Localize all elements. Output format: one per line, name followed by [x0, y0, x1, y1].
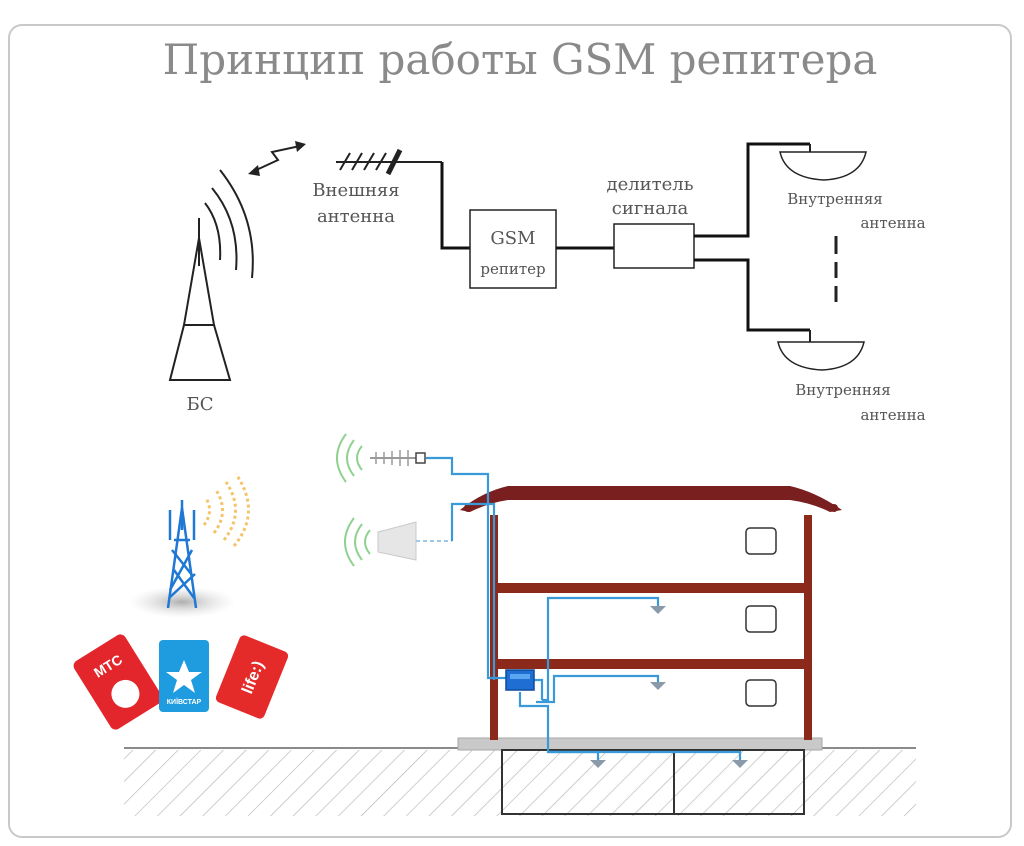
- ground: [124, 747, 916, 816]
- base-station-tower: [168, 169, 254, 381]
- repeater-cables: [426, 456, 742, 760]
- repeater-label-line1: GSM: [490, 228, 535, 249]
- internal-antenna-1-label-line2: антенна: [860, 214, 925, 232]
- gsm-repeater-box: [469, 209, 557, 289]
- page-title: Принцип работы GSM репитера: [163, 35, 878, 84]
- yagi-antenna-icon: [336, 433, 426, 483]
- internal-antenna-2-icon: [777, 330, 865, 371]
- sim-card-mts: МТС: [73, 634, 163, 730]
- splitter-label-line1: делитель: [606, 174, 693, 195]
- indoor-repeater-unit: [505, 669, 535, 691]
- kyivstar-logo-text: КИЇВСТАР: [167, 698, 202, 706]
- internal-antenna-1-label-line1: Внутренняя: [787, 190, 883, 208]
- bs-label: БС: [187, 394, 214, 415]
- internal-antenna-1-icon: [779, 144, 867, 181]
- sim-card-kyivstar: КИЇВСТАР: [159, 640, 209, 712]
- sim-card-life: life:): [215, 635, 289, 719]
- cable-splitter-to-antenna-2: [694, 258, 810, 332]
- signal-splitter-box: [613, 223, 695, 269]
- indoor-antenna-icons: [590, 606, 748, 768]
- external-antenna-icon: [336, 148, 442, 176]
- cable-antenna-to-repeater: [440, 162, 470, 250]
- panel-antenna-icon: [344, 517, 452, 567]
- cable-splitter-to-antenna-1: [694, 142, 810, 238]
- radio-link-icon: [248, 141, 306, 176]
- cell-tower-icon: [128, 473, 250, 618]
- external-antenna-label-line2: антенна: [317, 206, 395, 227]
- internal-antenna-2-label-line1: Внутренняя: [795, 381, 891, 399]
- external-antenna-label-line1: Внешняя: [312, 180, 399, 201]
- repeater-label-line2: репитер: [480, 260, 545, 278]
- internal-antenna-2-label-line2: антенна: [860, 406, 925, 424]
- splitter-label-line2: сигнала: [612, 198, 689, 219]
